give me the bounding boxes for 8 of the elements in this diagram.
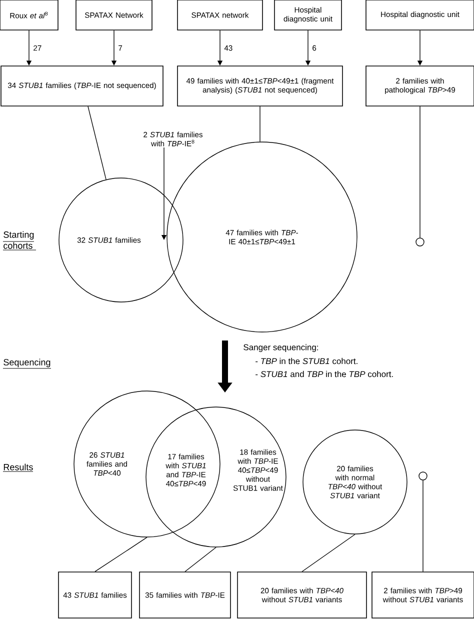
- terminal-circle: [416, 238, 424, 246]
- note-text: - TBP in the STUB1 cohort.: [256, 358, 358, 364]
- note-text: - STUB1 and TBP in the TBP cohort.: [256, 370, 393, 378]
- note-text: Sanger sequencing:: [244, 344, 318, 352]
- terminal-circle: [418, 472, 428, 480]
- section-heading: Sequencing: [4, 358, 50, 368]
- section-heading: Starting cohorts: [4, 231, 34, 249]
- section-heading: Results: [4, 464, 33, 470]
